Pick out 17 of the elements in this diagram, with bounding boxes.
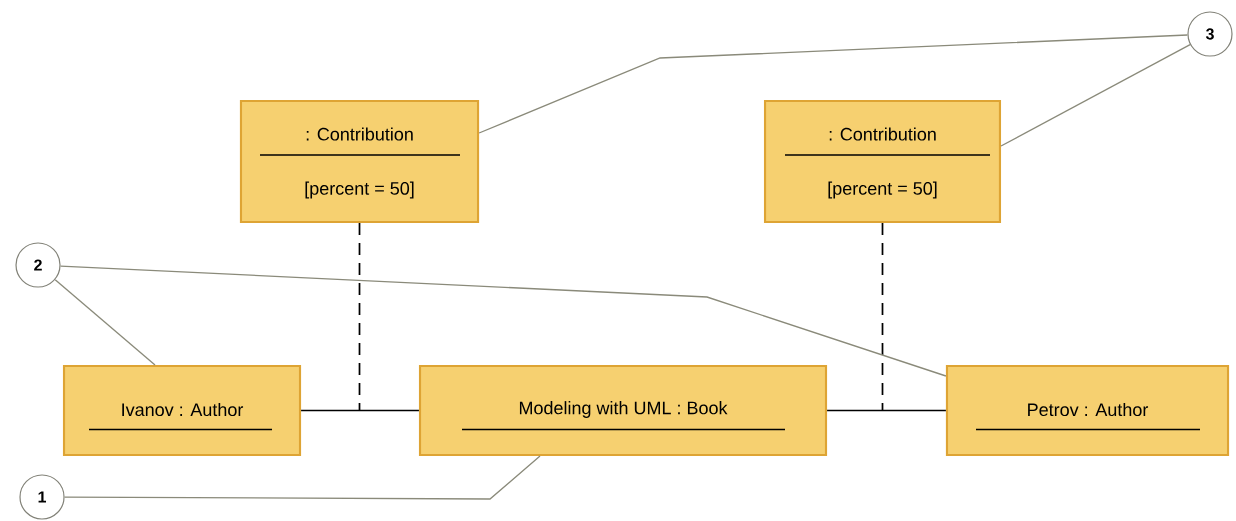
object-box: : Contribution [percent = 50] (763, 99, 1002, 224)
dashed-line (881, 222, 884, 411)
dashed-line (358, 222, 361, 411)
callout-number: 1 (19, 474, 65, 520)
callout-number: 2 (15, 242, 61, 288)
object-box: Modeling with UML : Book (418, 364, 828, 457)
object-box: : Contribution [percent = 50] (239, 99, 480, 224)
leader-line (59, 265, 947, 377)
link-line (300, 409, 420, 412)
link-line (826, 409, 947, 412)
callout-number: 3 (1187, 11, 1233, 57)
leader-line (478, 34, 1189, 134)
leader-line (63, 455, 541, 500)
object-box: Petrov : Author (945, 364, 1230, 457)
leader-line (54, 279, 156, 366)
leader-line (1000, 44, 1191, 147)
object-box: Ivanov : Author (62, 364, 302, 457)
